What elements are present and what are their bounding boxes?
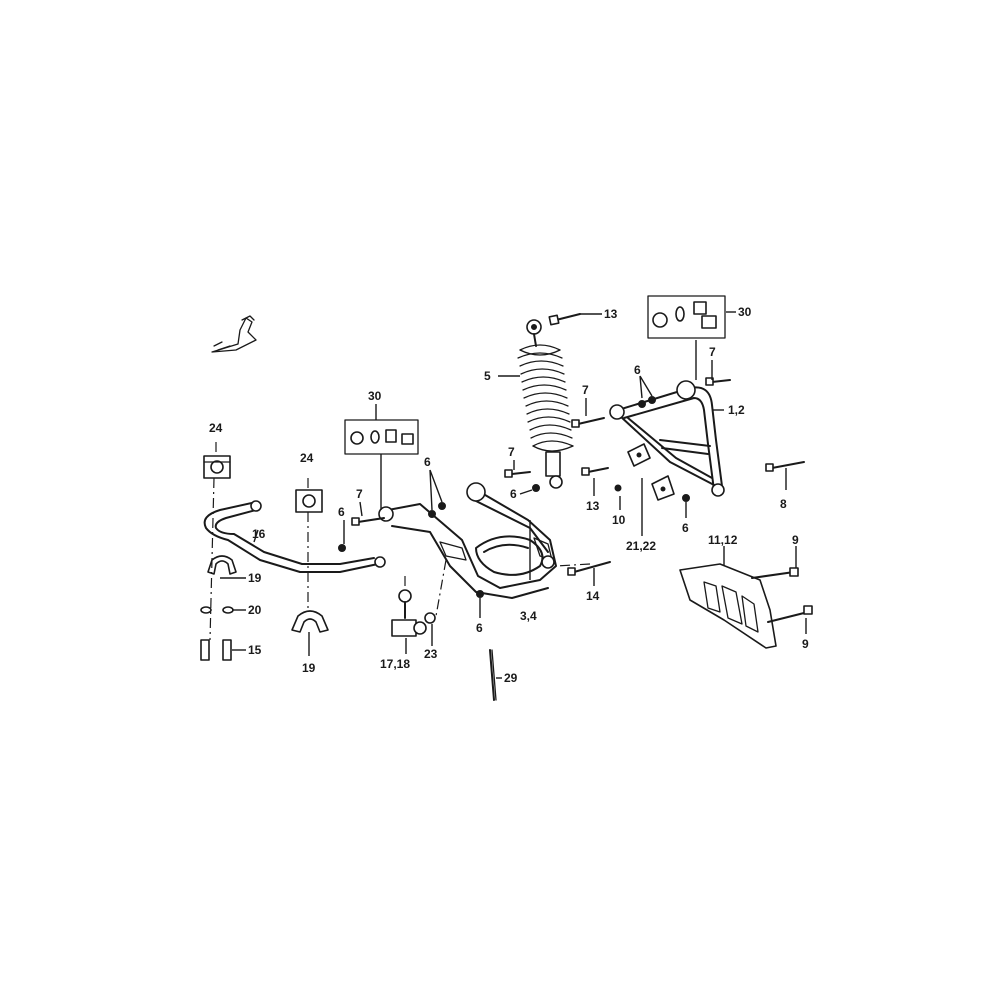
callout-29: 29: [504, 671, 518, 685]
clamp-part-19-left: [207, 555, 237, 575]
callout-13-upper: 13: [604, 307, 618, 321]
callout-6-right: 6: [682, 521, 689, 535]
front-direction-arrow-icon: [211, 315, 257, 353]
pin-part-29: [489, 649, 497, 701]
callout-7-left: 7: [356, 487, 363, 501]
callout-labels: 13 30 5 7 6 7 1,2 30 7 6 24 24 7 6 13 8 …: [209, 305, 809, 685]
callout-7-mid: 7: [508, 445, 515, 459]
sway-bar-part-16: [203, 500, 386, 573]
bushing-kit-part-30-left: [344, 419, 419, 455]
callout-9-lower: 9: [802, 637, 809, 651]
bolt-part-7: [351, 377, 731, 526]
callout-1-2: 1,2: [728, 403, 745, 417]
link-part-17-18: [391, 589, 427, 637]
bolt-part-15: [200, 639, 232, 661]
bushing-part-24-left: [203, 455, 231, 479]
bolt-part-9: [751, 567, 813, 623]
callout-30-left: 30: [368, 389, 382, 403]
nut-part-6: [338, 396, 690, 598]
callout-7-upper-right: 7: [709, 345, 716, 359]
callout-7-upper: 7: [582, 383, 589, 397]
bracket-part-21-22: [627, 443, 675, 501]
callout-16: 16: [252, 527, 266, 541]
alignment-lines: [209, 442, 591, 641]
callout-30-right: 30: [738, 305, 752, 319]
callout-20: 20: [248, 603, 262, 617]
callout-19-bottom: 19: [302, 661, 316, 675]
callout-19-left: 19: [248, 571, 262, 585]
callout-15: 15: [248, 643, 262, 657]
callout-24-right: 24: [300, 451, 314, 465]
bolt-part-13-upper: [548, 313, 581, 326]
callout-10: 10: [612, 513, 626, 527]
clamp-part-19-bottom: [291, 610, 329, 633]
callout-6-shock: 6: [510, 487, 517, 501]
callout-6-upper: 6: [634, 363, 641, 377]
callout-6-left: 6: [338, 505, 345, 519]
nut-part-10: [614, 484, 622, 492]
callout-11-12: 11,12: [708, 533, 738, 547]
washer-part-23: [424, 612, 436, 624]
callout-5: 5: [484, 369, 491, 383]
washer-part-20: [200, 606, 234, 614]
callout-23: 23: [424, 647, 438, 661]
callout-14: 14: [586, 589, 600, 603]
callout-24-left: 24: [209, 421, 223, 435]
bolt-part-14: [567, 561, 611, 576]
bushing-part-24-right: [295, 489, 323, 513]
skid-plate-part-11-12: [679, 563, 777, 649]
callout-6-mid: 6: [424, 455, 431, 469]
callout-8: 8: [780, 497, 787, 511]
callout-3-4: 3,4: [520, 609, 537, 623]
callout-9-upper: 9: [792, 533, 799, 547]
callout-6-bottom: 6: [476, 621, 483, 635]
shock-absorber-part-5: [517, 319, 574, 489]
callout-21-22: 21,22: [626, 539, 656, 553]
bushing-kit-part-30-right: [647, 295, 726, 339]
callout-17-18: 17,18: [380, 657, 410, 671]
upper-a-arm-part-1-2: [609, 380, 725, 497]
bolt-part-8: [765, 461, 805, 472]
leader-lines: [220, 311, 807, 679]
callout-13-lower: 13: [586, 499, 600, 513]
bolt-part-13-lower: [581, 467, 609, 476]
